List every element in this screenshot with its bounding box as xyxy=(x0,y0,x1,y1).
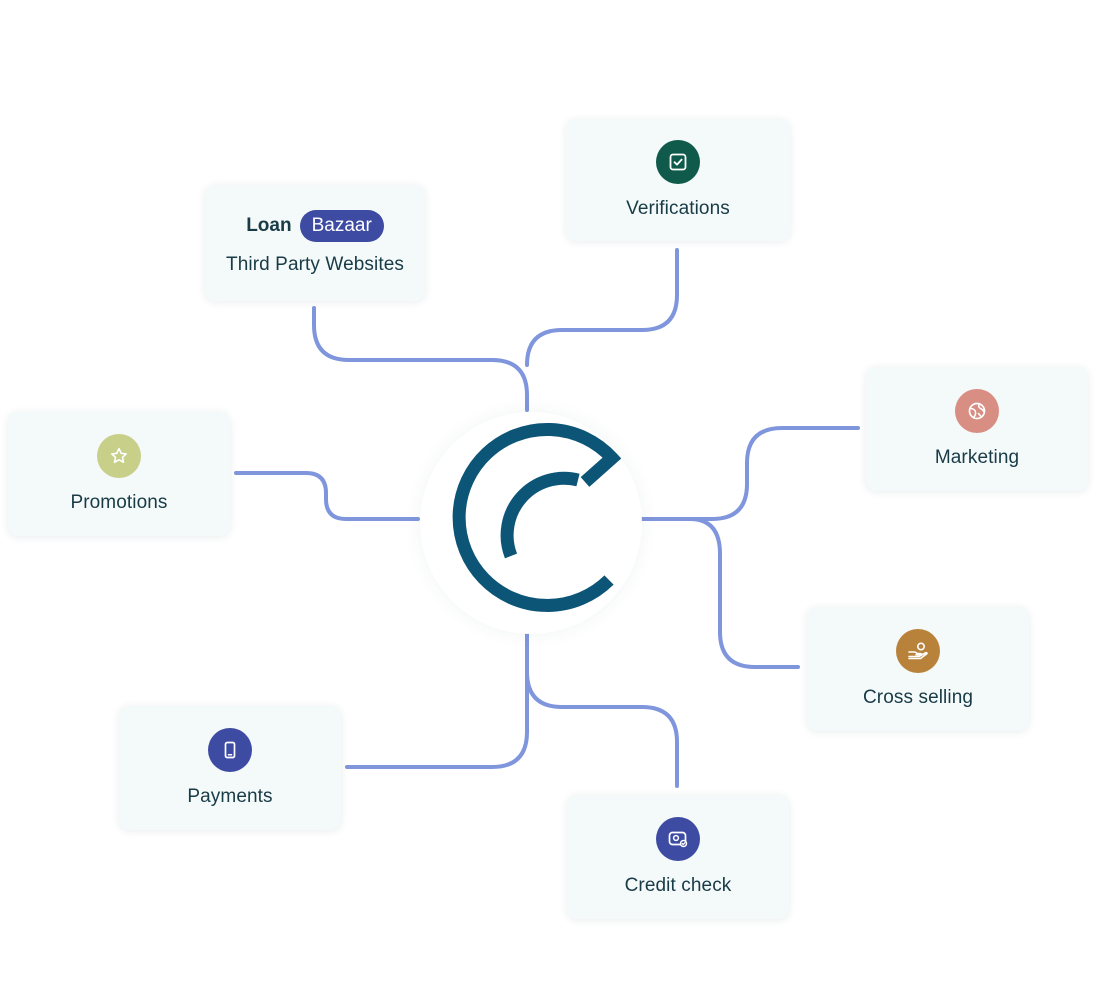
node-verifications: Verifications xyxy=(566,119,790,241)
connector-marketing xyxy=(640,426,860,521)
connector-third-party xyxy=(312,306,529,412)
connector-credit-check xyxy=(525,670,679,788)
globe-icon xyxy=(955,389,999,433)
node-label: Credit check xyxy=(624,875,732,896)
id-card-icon xyxy=(656,817,700,861)
node-promotions: Promotions xyxy=(8,412,230,536)
node-cross-selling: Cross selling xyxy=(807,607,1029,731)
c-logo-icon xyxy=(452,423,622,612)
loanbazaar-logo: Loan Bazaar xyxy=(246,210,384,242)
hand-coin-icon xyxy=(896,629,940,673)
node-label: Promotions xyxy=(70,492,168,513)
node-label: Third Party Websites xyxy=(226,254,404,275)
brand-pill: Bazaar xyxy=(299,210,384,242)
node-third-party-websites: Loan Bazaar Third Party Websites xyxy=(205,185,425,301)
connector-cross-selling xyxy=(688,517,800,669)
brand-word: Loan xyxy=(246,215,292,236)
node-marketing: Marketing xyxy=(866,367,1088,491)
node-label: Cross selling xyxy=(862,687,974,708)
connector-promotions xyxy=(234,471,420,521)
node-label: Payments xyxy=(187,786,273,807)
phone-icon xyxy=(208,728,252,772)
connector-verifications xyxy=(525,248,679,367)
connector-payments xyxy=(345,630,529,769)
star-icon xyxy=(97,434,141,478)
hub-logo xyxy=(420,412,642,634)
node-label: Verifications xyxy=(626,198,730,219)
checkbox-icon xyxy=(656,140,700,184)
node-payments: Payments xyxy=(119,706,341,830)
node-label: Marketing xyxy=(934,447,1020,468)
node-credit-check: Credit check xyxy=(567,795,789,919)
